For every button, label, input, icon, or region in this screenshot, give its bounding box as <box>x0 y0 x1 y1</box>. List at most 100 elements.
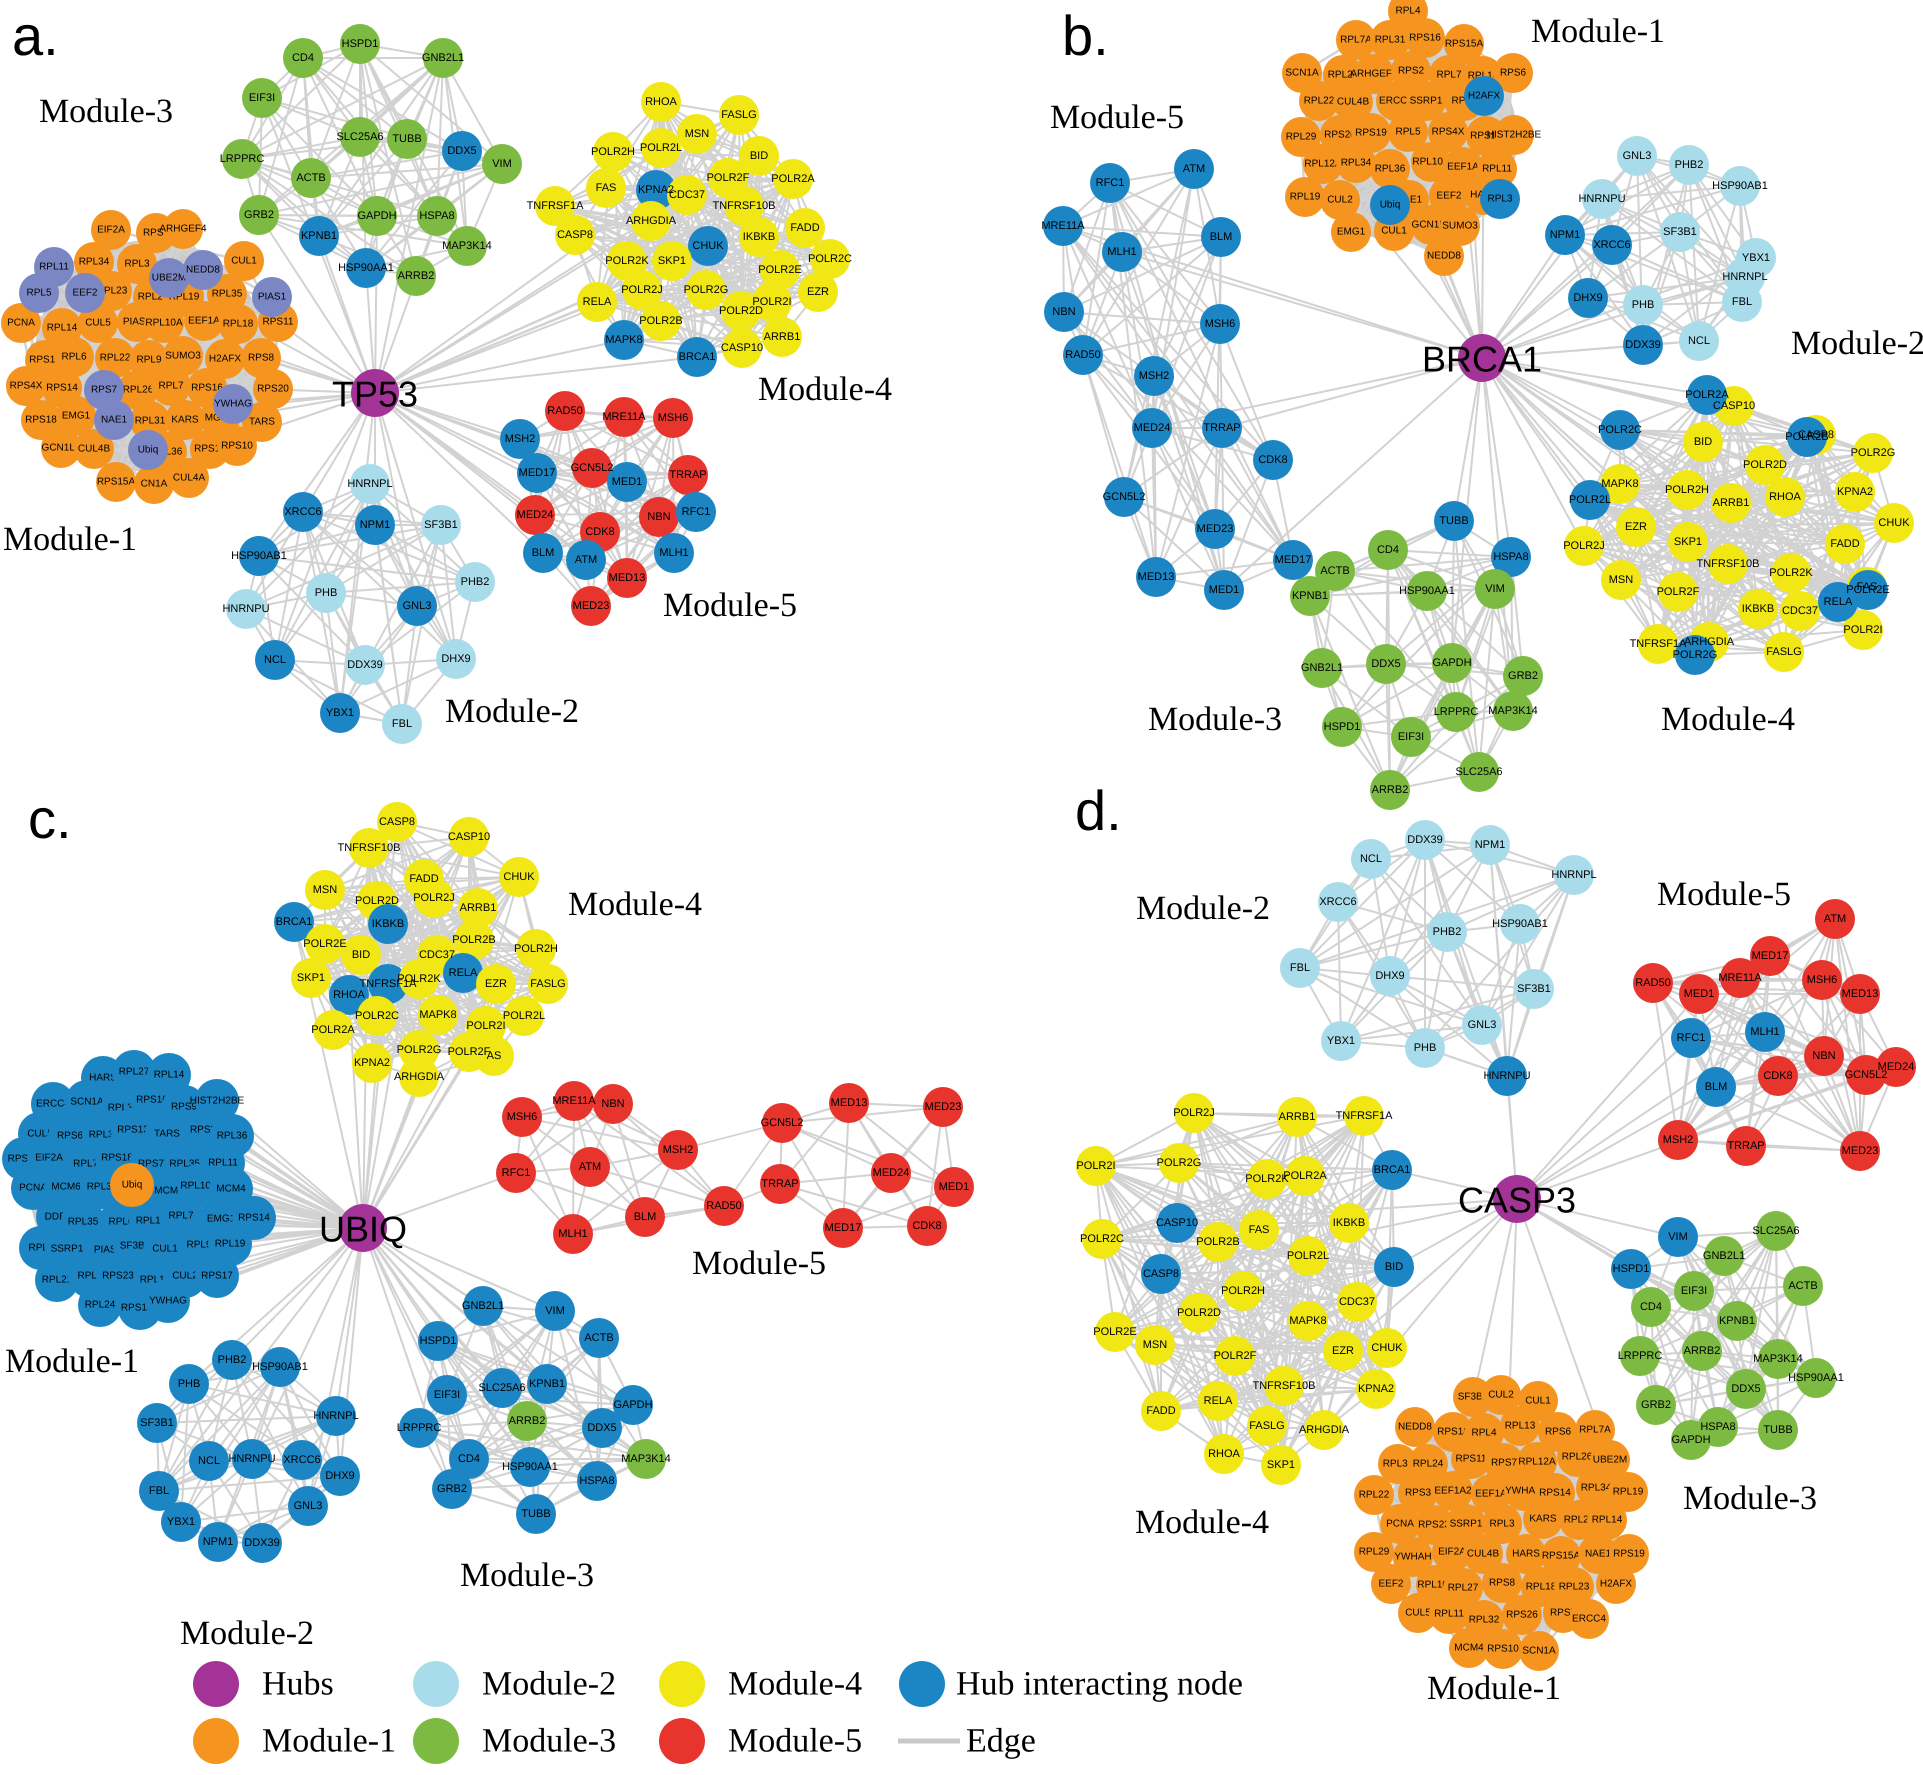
svg-text:BRCA1: BRCA1 <box>1422 339 1542 380</box>
svg-text:NBN: NBN <box>1052 306 1075 318</box>
svg-text:HNRNPL: HNRNPL <box>347 478 392 490</box>
svg-text:CDK8: CDK8 <box>1763 1070 1792 1082</box>
svg-text:RPS2: RPS2 <box>1398 66 1425 77</box>
svg-text:ERCC4: ERCC4 <box>1572 1614 1606 1625</box>
svg-text:ARRB2: ARRB2 <box>509 1415 546 1427</box>
svg-text:RPS8: RPS8 <box>1489 1578 1516 1589</box>
svg-text:RPS19: RPS19 <box>1355 128 1387 139</box>
svg-text:RPL31: RPL31 <box>108 1103 139 1114</box>
svg-text:HSP90AB1: HSP90AB1 <box>1712 180 1768 192</box>
svg-text:GAPDH: GAPDH <box>1671 1434 1710 1446</box>
svg-text:Edge: Edge <box>966 1723 1036 1760</box>
svg-text:RPS6: RPS6 <box>57 1131 84 1142</box>
svg-text:RPL11: RPL11 <box>1482 164 1512 175</box>
svg-text:HNRNPU: HNRNPU <box>222 603 269 615</box>
svg-text:MSH2: MSH2 <box>663 1144 694 1156</box>
svg-text:Module-5: Module-5 <box>692 1245 826 1282</box>
svg-text:TARS: TARS <box>249 417 275 428</box>
svg-text:CASP10: CASP10 <box>1156 1217 1198 1229</box>
svg-text:CUL1: CUL1 <box>1525 1396 1551 1407</box>
svg-text:POLR2B: POLR2B <box>1785 431 1828 443</box>
svg-text:RPL35: RPL35 <box>68 1217 99 1228</box>
svg-text:RPL14: RPL14 <box>1592 1515 1623 1526</box>
svg-text:Module-5: Module-5 <box>663 587 797 624</box>
svg-text:CD4: CD4 <box>1640 1301 1662 1313</box>
svg-text:RPL7A: RPL7A <box>73 1159 105 1170</box>
svg-text:RPL9: RPL9 <box>136 355 161 366</box>
svg-text:RPL7: RPL7 <box>158 381 183 392</box>
svg-text:Module-3: Module-3 <box>482 1723 616 1760</box>
svg-text:RPL12: RPL12 <box>136 1216 167 1227</box>
svg-text:CDC37: CDC37 <box>419 949 455 961</box>
svg-text:TUBB: TUBB <box>392 133 421 145</box>
svg-text:POLR2D: POLR2D <box>1177 1307 1221 1319</box>
svg-text:HSPA8: HSPA8 <box>1493 551 1528 563</box>
svg-text:MRE11A: MRE11A <box>552 1095 596 1107</box>
svg-text:Hub interacting node: Hub interacting node <box>956 1666 1243 1703</box>
svg-text:UBE2M: UBE2M <box>152 273 186 284</box>
svg-text:RPS23: RPS23 <box>102 1271 134 1282</box>
svg-text:MED17: MED17 <box>1752 950 1789 962</box>
svg-text:RPS14: RPS14 <box>238 1213 270 1224</box>
svg-text:POLR2E: POLR2E <box>758 264 801 276</box>
svg-text:SF3B1: SF3B1 <box>1663 226 1697 238</box>
svg-text:SLC25A6: SLC25A6 <box>1752 1225 1799 1237</box>
svg-text:RPL24: RPL24 <box>1328 70 1359 81</box>
svg-text:RPL7: RPL7 <box>1436 70 1461 81</box>
svg-text:Module-1: Module-1 <box>262 1723 396 1760</box>
svg-text:NPM1: NPM1 <box>1475 839 1506 851</box>
svg-text:Module-2: Module-2 <box>1791 325 1923 362</box>
svg-text:GRB2: GRB2 <box>1641 1399 1671 1411</box>
svg-text:RPL11: RPL11 <box>208 1158 238 1169</box>
svg-text:DDX5: DDX5 <box>1731 1383 1760 1395</box>
svg-text:EMG1: EMG1 <box>207 1214 236 1225</box>
svg-text:POLR2K: POLR2K <box>1769 567 1813 579</box>
svg-text:GNB2L1: GNB2L1 <box>1301 662 1343 674</box>
svg-text:RELA: RELA <box>1204 1395 1233 1407</box>
svg-text:SLC25A6: SLC25A6 <box>336 131 383 143</box>
svg-text:RPL26: RPL26 <box>1562 1452 1593 1463</box>
svg-text:ARRB2: ARRB2 <box>1372 784 1409 796</box>
svg-text:YWHAH: YWHAH <box>1394 1552 1431 1563</box>
svg-text:GCN5L2: GCN5L2 <box>571 462 614 474</box>
svg-text:HSPA8: HSPA8 <box>579 1475 614 1487</box>
svg-text:MCM4: MCM4 <box>1454 1643 1484 1654</box>
svg-text:SUMO3: SUMO3 <box>1442 221 1478 232</box>
svg-text:YWHAG: YWHAG <box>214 399 252 410</box>
svg-text:VIM: VIM <box>1485 583 1505 595</box>
svg-text:SSRP1: SSRP1 <box>51 1244 84 1255</box>
svg-text:FBL: FBL <box>1732 296 1752 308</box>
svg-text:HSPD1: HSPD1 <box>342 38 379 50</box>
svg-text:MSN: MSN <box>313 884 338 896</box>
svg-text:HNRNPL: HNRNPL <box>1722 271 1767 283</box>
svg-text:CUL1: CUL1 <box>231 256 257 267</box>
svg-text:RPL36: RPL36 <box>217 1131 248 1142</box>
svg-text:CASP8: CASP8 <box>1143 1268 1179 1280</box>
svg-text:MED1: MED1 <box>1684 988 1715 1000</box>
svg-text:Module-4: Module-4 <box>1135 1504 1269 1541</box>
svg-text:RPL5: RPL5 <box>28 1243 53 1254</box>
svg-text:FAS: FAS <box>596 182 617 194</box>
svg-text:MED24: MED24 <box>1878 1061 1915 1073</box>
svg-text:EEF2: EEF2 <box>1436 191 1461 202</box>
svg-text:ERCC4: ERCC4 <box>36 1099 70 1110</box>
svg-text:POLR2C: POLR2C <box>808 253 852 265</box>
svg-text:DDB1: DDB1 <box>45 1212 72 1223</box>
svg-text:KARS: KARS <box>1529 1514 1557 1525</box>
svg-text:RPS19: RPS19 <box>1613 1549 1645 1560</box>
svg-text:SCN1A: SCN1A <box>70 1097 104 1108</box>
svg-text:HSP90AA1: HSP90AA1 <box>502 1461 558 1473</box>
svg-text:RPL10A: RPL10A <box>1412 157 1450 168</box>
svg-text:MED1: MED1 <box>612 476 643 488</box>
svg-text:FASLG: FASLG <box>530 978 565 990</box>
svg-text:NBN: NBN <box>1812 1050 1835 1062</box>
svg-text:MED13: MED13 <box>831 1097 868 1109</box>
svg-text:DHX9: DHX9 <box>1375 970 1404 982</box>
svg-text:FADD: FADD <box>409 873 438 885</box>
svg-text:RPL6: RPL6 <box>61 352 86 363</box>
svg-text:BID: BID <box>1385 1261 1403 1273</box>
svg-text:CUL4B: CUL4B <box>78 444 111 455</box>
svg-text:SLC25A6: SLC25A6 <box>478 1382 525 1394</box>
svg-text:TNFRSF10B: TNFRSF10B <box>713 200 776 212</box>
svg-text:RPS3: RPS3 <box>1405 1488 1432 1499</box>
